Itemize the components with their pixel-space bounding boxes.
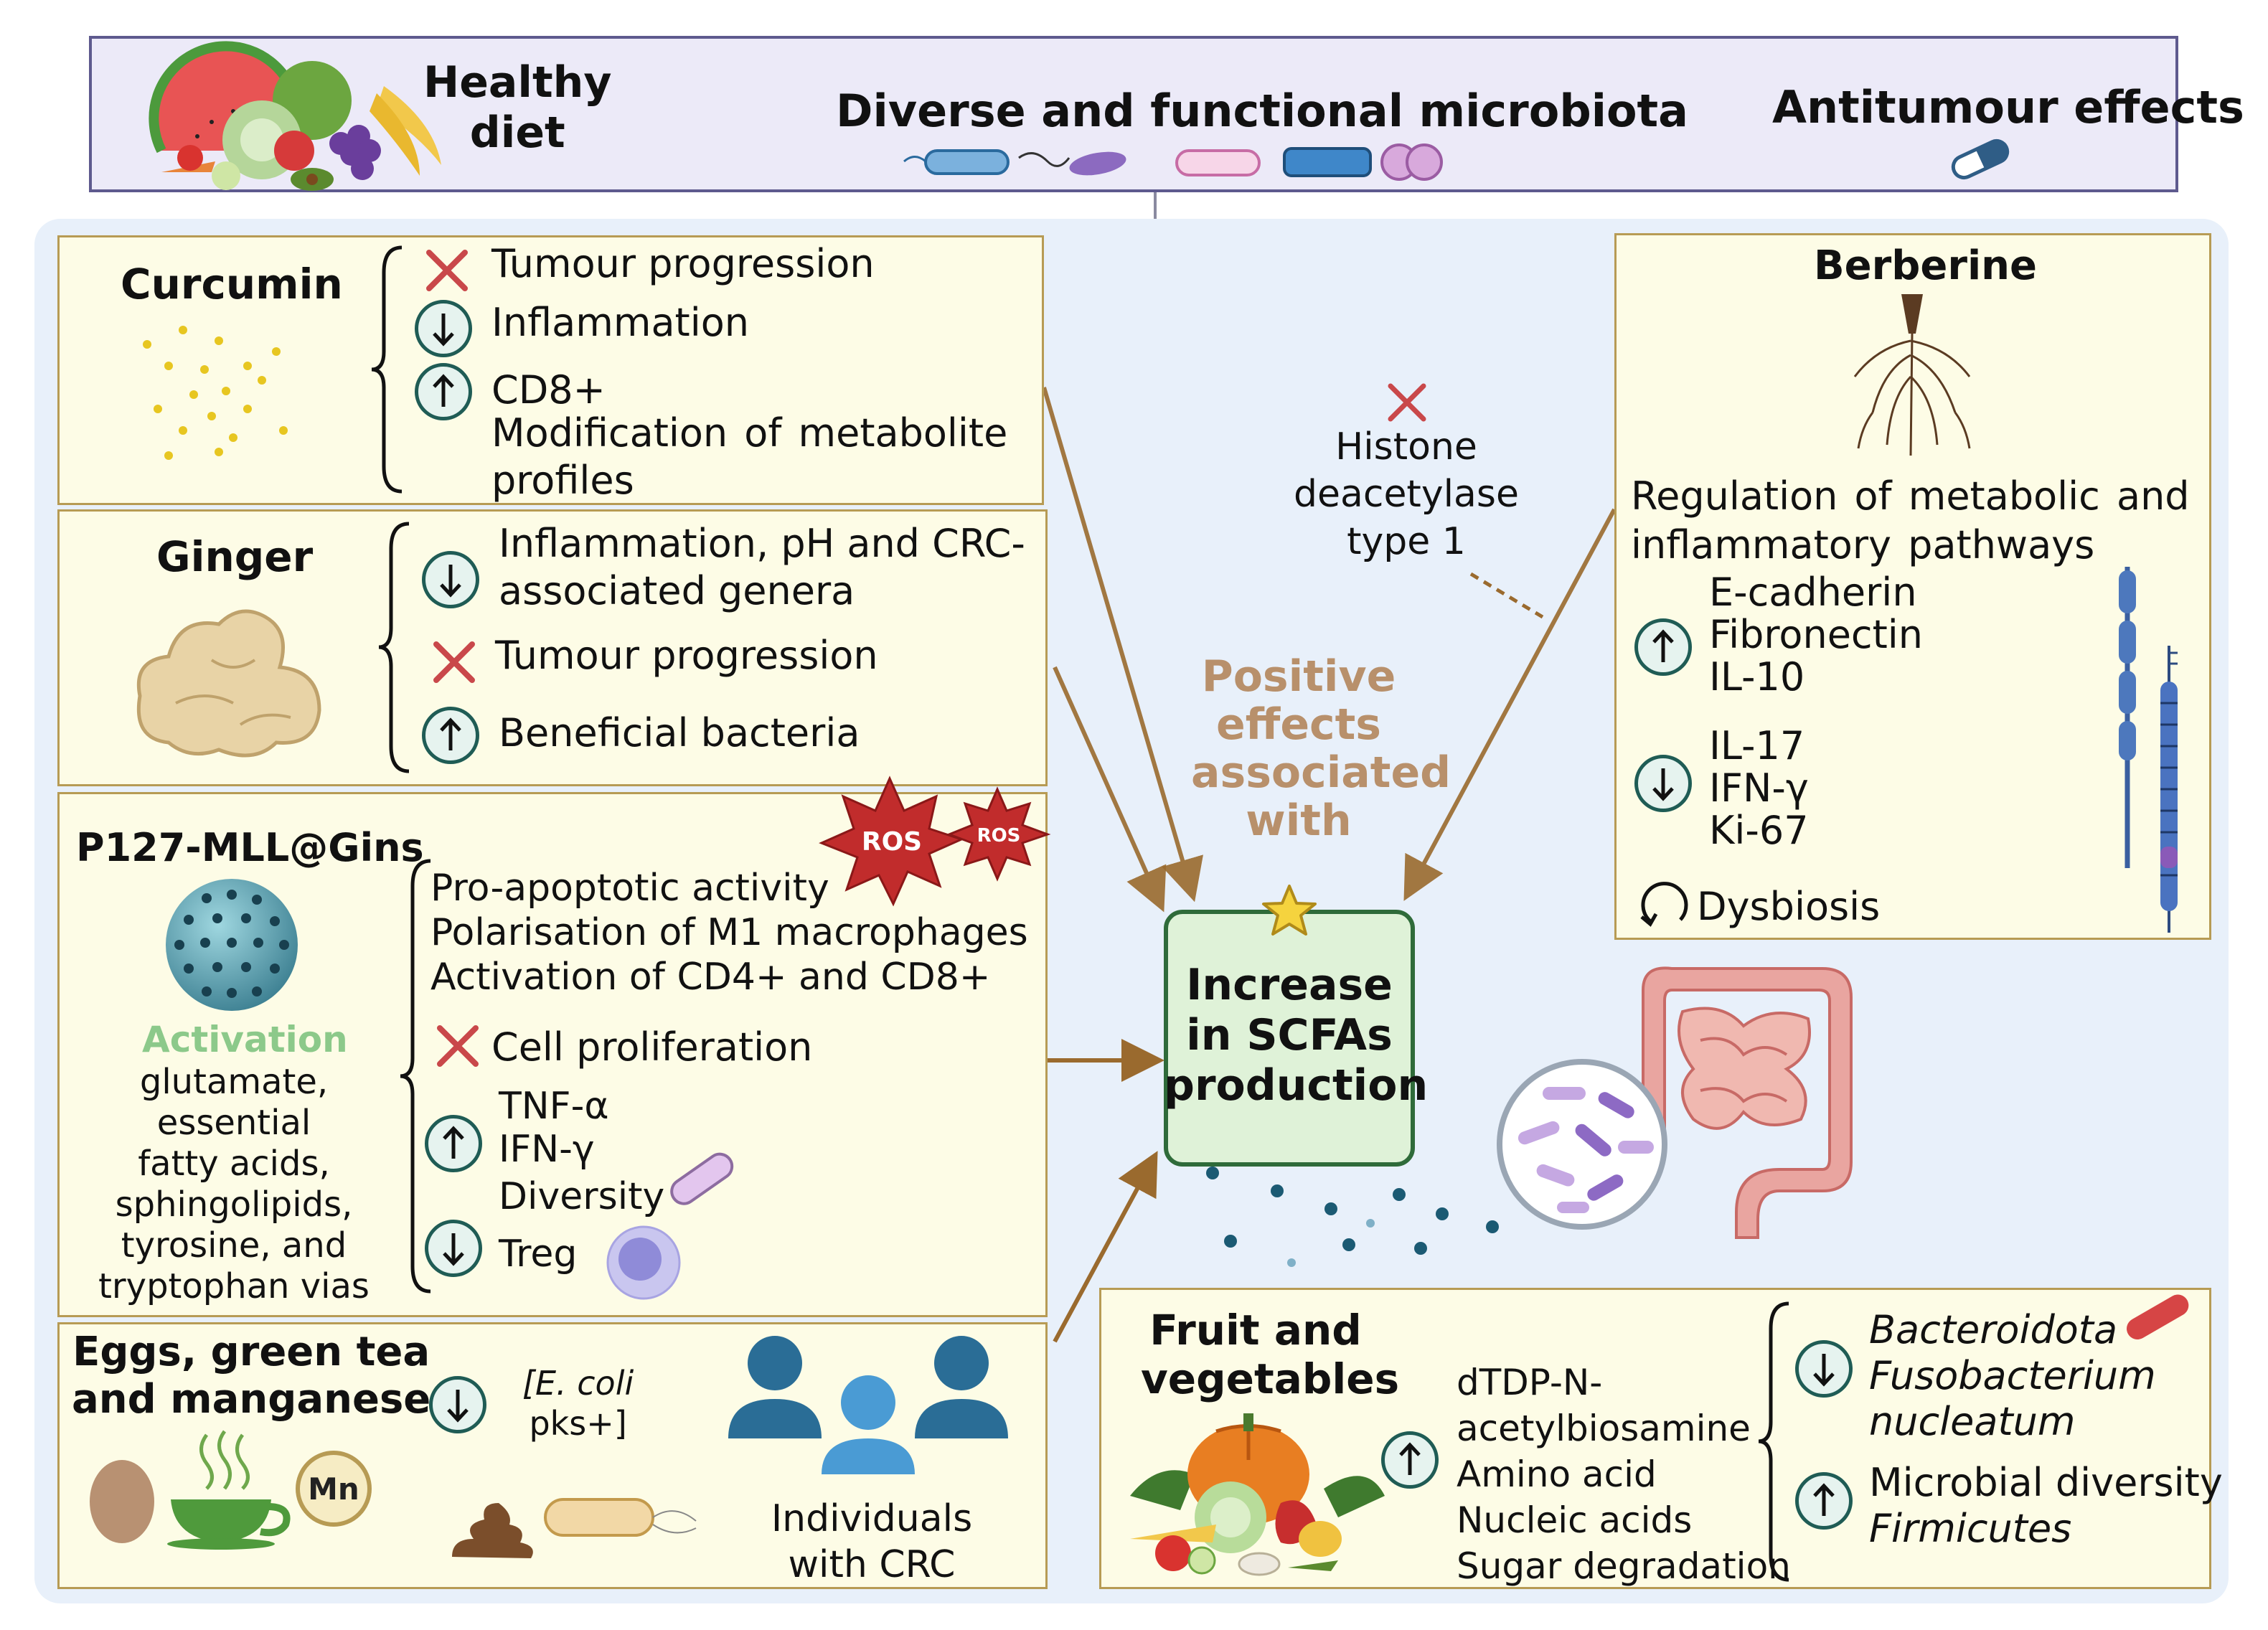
vegetables-illustration [1130,1413,1385,1576]
down-arrow-icon [1795,1340,1853,1398]
berberine-regulation: Regulation of metabolic and inflammatory… [1631,474,2190,567]
down-arrow-icon [429,1376,486,1433]
gut-illustration [1642,966,1853,1239]
up-arrow-icon [425,1115,482,1172]
up-arrow-icon [1381,1431,1439,1489]
healthy-diet-label: Healthy diet [423,57,612,158]
up-arrow-icon [1634,618,1692,676]
diverse-microbiota-label: Diverse and functional microbiota [836,85,1689,137]
curcumin-title: Curcumin [121,260,343,308]
bacterium-red-icon [2127,1294,2189,1339]
cycle-arrow-icon [1640,882,1688,927]
arrow-curcumin [1042,387,1203,903]
down-arrow-icon [1634,755,1692,812]
curcumin-box [57,235,1044,505]
arrow-ginger [1053,666,1167,913]
curcumin-brace [371,245,403,494]
p127-down: Treg [499,1233,578,1276]
x-mark-icon [1388,383,1426,422]
ginger-root-icon [136,609,321,758]
bacterium-icon [670,1152,734,1205]
magnifier-bacteria-icon [1497,1059,1667,1230]
up-arrow-icon [422,707,479,764]
berberine-root-icon [1853,294,1971,456]
x-mark-icon [426,250,468,291]
treg-cell-icon [606,1225,681,1300]
eggs-title: Eggs, green tea and manganese [72,1329,431,1423]
scfa-box [1164,910,1415,1167]
activation-list: glutamate, essential fatty acids, sphing… [98,1062,370,1306]
p127-effect-3: Activation of CD4+ and CD8+ [430,956,991,999]
nanoparticle-icon [166,879,298,1011]
star-icon [1262,885,1317,936]
arrow-eggs [1053,1151,1158,1343]
ginger-item-2: associated genera [499,568,855,613]
fruit-up-list: dTDP-N- acetylbiosamine Amino acid Nucle… [1457,1362,1791,1587]
positive-effects-label: Positive effects associated with [1191,651,1451,846]
down-arrow-icon [415,300,472,357]
activation-label: Activation [142,1019,348,1060]
individuals-icon [728,1336,1008,1474]
individuals-label: Individuals with CRC [771,1497,973,1586]
berberine-title: Berberine [1814,242,2038,289]
green-tea-cup-icon [167,1430,291,1550]
berberine-down: IL-17 IFN-γ Ki-67 [1709,723,1809,853]
ros-label-1: ROS [862,827,922,857]
p127-brace [400,859,431,1294]
histone-dashed [1469,572,1544,619]
microbe-icons [903,143,1443,181]
ginger-item-1: Inflammation, pH and CRC- [499,521,1025,566]
p127-title: P127-MLL@Gins [76,825,424,870]
down-arrow-icon [422,551,479,608]
x-mark-icon [433,641,475,683]
mn-label: Mn [308,1471,359,1507]
ginger-title: Ginger [156,532,314,581]
curcumin-powder-icon [143,326,288,460]
capsule-icon [1951,138,2010,180]
histone-label: Histone deacetylase type 1 [1293,425,1519,563]
ginger-brace [378,522,410,773]
ros-burst-icon: ROS ROS [819,776,1051,907]
berberine-dysbiosis: Dysbiosis [1697,884,1881,929]
fruit-title: Fruit and vegetables [1141,1306,1400,1403]
ros-label-2: ROS [977,825,1021,847]
top-banner [89,36,2178,192]
ginger-item-3: Tumour progression [495,633,878,678]
antitumour-label: Antitumour effects [1772,81,2244,133]
curcumin-item-3: CD8+ [491,367,606,413]
x-mark-icon [437,1025,479,1067]
p127-effect-2: Polarisation of M1 macrophages [430,911,1028,954]
manganese-icon: Mn [296,1451,372,1527]
scfa-dots [1206,1167,1499,1267]
fruit-brace [1758,1301,1789,1582]
curcumin-item-1: Tumour progression [491,241,875,286]
up-arrow-icon [415,363,472,420]
stool-bacteria-icon [452,1498,697,1558]
p127-up-3: Diversity [499,1175,665,1218]
p127-up-1: TNF-α [499,1085,609,1128]
berberine-up: E-cadherin Fibronectin IL-10 [1709,570,1924,699]
ecoli-label: [E. coli pks+] [522,1364,634,1443]
ginger-item-4: Beneficial bacteria [499,710,860,755]
curcumin-item-5: profiles [491,458,634,503]
p127-cell-prolif: Cell proliferation [491,1024,813,1070]
p127-effect-1: Pro-apoptotic activity [430,867,829,910]
fruit-up2-list: Microbial diversity Firmicutes [1869,1460,2223,1551]
protein-chain-icon [2119,567,2178,933]
curcumin-item-2: Inflammation [491,300,749,345]
arrow-berberine [1403,508,1617,901]
egg-icon [90,1460,154,1543]
down-arrow-icon [425,1220,482,1277]
curcumin-item-4: Modification of metabolite [491,410,1008,456]
up-arrow-icon [1795,1472,1853,1530]
scfa-label: Increase in SCFAs production [1164,960,1429,1111]
p127-up-2: IFN-γ [499,1128,595,1171]
fruit-down-list: Bacteroidota Fusobacterium nucleatum [1869,1307,2156,1444]
healthy-food-illustration [149,41,441,191]
